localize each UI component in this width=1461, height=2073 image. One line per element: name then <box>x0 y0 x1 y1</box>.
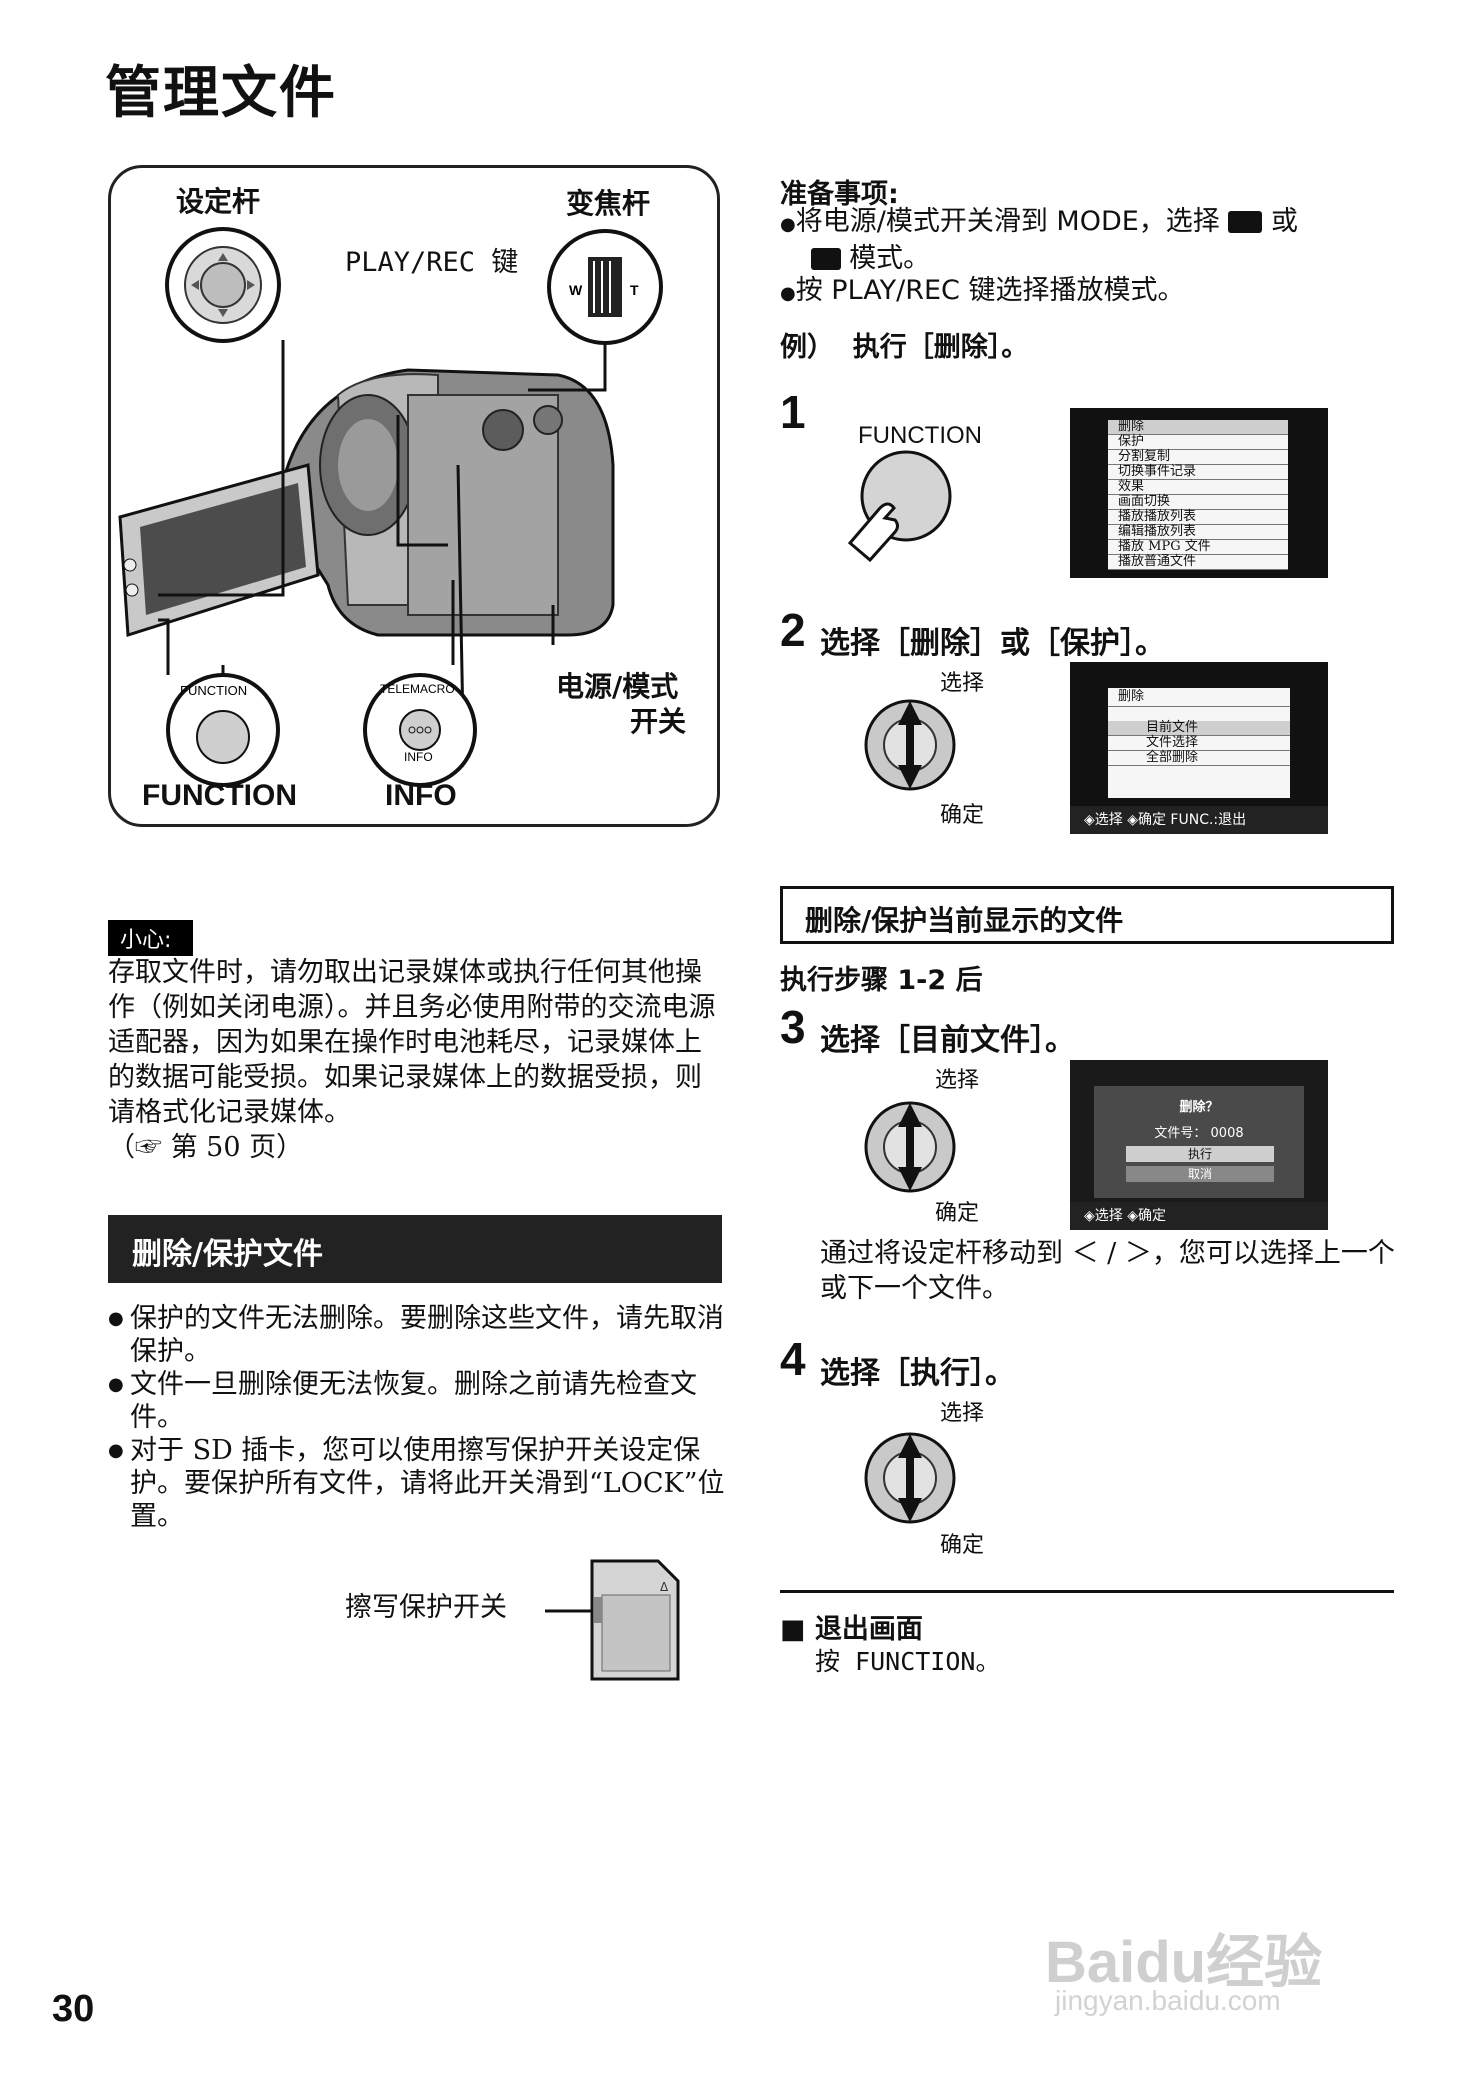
info-small-label: INFO <box>404 750 433 764</box>
menu-item[interactable]: 播放普通文件 <box>1108 555 1288 570</box>
after-steps-line: 执行步骤 1-2 后 <box>780 965 983 996</box>
divider <box>780 1590 1394 1593</box>
camera-diagram-panel <box>108 165 720 827</box>
menu-item[interactable]: 文件选择 <box>1108 736 1290 751</box>
camera-mode-icon <box>810 248 841 270</box>
control-lever-up-down-icon <box>864 1432 956 1524</box>
step-3-number: 3 <box>780 1001 806 1053</box>
watermark-url: jingyan.baidu.com <box>1055 1985 1281 2016</box>
dialog-title: 删除？ <box>1179 1100 1219 1115</box>
sd-card-illustration: Δ <box>545 1559 680 1681</box>
exit-text: 按 FUNCTION。 <box>815 1647 1001 1676</box>
menu-item[interactable]: 画面切换 <box>1108 495 1288 510</box>
camera-illustration: W T FUNCTION TELEMACRO INFO <box>118 227 663 787</box>
prep-bullet-1a: 将电源/模式开关滑到 MODE，选择 <box>795 206 1220 237</box>
menu-item[interactable]: 分割复制 <box>1108 450 1288 465</box>
caution-page-ref: （☞ 第 50 页） <box>108 1132 304 1163</box>
menu-item[interactable]: 编辑播放列表 <box>1108 525 1288 540</box>
step-2-text: 选择［删除］或［保护］。 <box>820 626 1165 661</box>
caution-tag: 小心: <box>108 920 194 956</box>
menu-item[interactable]: 目前文件 <box>1108 721 1290 736</box>
cancel-button[interactable]: 取消 <box>1126 1166 1274 1182</box>
step-4-number: 4 <box>780 1333 806 1385</box>
step-4-text: 选择［执行］。 <box>820 1356 1015 1391</box>
watermark-logo: Baidu经验 <box>1045 1930 1323 1995</box>
delete-protect-bullets: 保护的文件无法删除。要删除这些文件，请先取消保护。 文件一旦删除便无法恢复。删除… <box>108 1302 728 1533</box>
select-label: 选择 <box>940 1401 985 1426</box>
step-2-bottom-bar: ◈选择 ◈确定 FUNC.:退出 <box>1070 806 1328 834</box>
telemacro-label: TELEMACRO <box>380 682 455 696</box>
step-3-bottom-bar: ◈选择 ◈确定 <box>1070 1202 1328 1230</box>
function-small-label: FUNCTION <box>180 683 247 698</box>
set-label: 确定 <box>935 1201 980 1226</box>
zoom-w-label: W <box>569 282 583 298</box>
prep-bullet-1c: 模式。 <box>849 243 931 274</box>
set-label: 确定 <box>940 1533 985 1558</box>
dialog-file-number: 文件号： 0008 <box>1154 1126 1244 1141</box>
set-label: 确定 <box>940 803 985 828</box>
list-item: 对于 SD 插卡，您可以使用擦写保护开关设定保护。要保护所有文件，请将此开关滑到… <box>108 1434 728 1533</box>
video-mode-icon <box>1228 211 1263 233</box>
menu-item[interactable]: 播放 MPG 文件 <box>1108 540 1288 555</box>
step-1-number: 1 <box>780 386 806 438</box>
info-label: INFO <box>385 779 457 812</box>
zoom-lever-label: 变焦杆 <box>566 187 651 220</box>
step-1-function-label: FUNCTION <box>858 422 982 449</box>
section-heading-current-file: 删除/保护当前显示的文件 <box>780 886 1394 944</box>
menu-title: 删除 <box>1108 688 1290 707</box>
prep-heading: 准备事项: <box>780 179 899 210</box>
sd-switch-label: 擦写保护开关 <box>345 1592 507 1623</box>
page-number: 30 <box>52 1988 95 2030</box>
menu-item[interactable]: 删除 <box>1108 420 1288 435</box>
menu-item[interactable]: 全部删除 <box>1108 751 1290 766</box>
function-button-press-icon <box>847 450 952 563</box>
step-3-text: 选择［目前文件］。 <box>820 1023 1075 1058</box>
section-heading-delete-protect: 删除/保护文件 <box>108 1215 722 1283</box>
step-1-menu: 删除 保护 分割复制 切换事件记录 效果 画面切换 播放播放列表 编辑播放列表 … <box>1108 420 1288 570</box>
zoom-t-label: T <box>630 282 639 298</box>
example-line: 例） 执行［删除］。 <box>780 332 1029 363</box>
prep-bullet-2: ●按 PLAY/REC 键选择播放模式。 <box>780 275 1185 306</box>
play-rec-label: PLAY/REC 键 <box>345 247 519 278</box>
step-2-menu-screen: 删除 目前文件 文件选择 全部删除 ◈选择 ◈确定 FUNC.:退出 <box>1070 662 1328 834</box>
step-2-number: 2 <box>780 604 806 656</box>
step-2-menu: 删除 目前文件 文件选择 全部删除 <box>1108 688 1290 798</box>
power-mode-label-2: 开关 <box>630 705 687 738</box>
step-3-note: 通过将设定杆移动到 ＜ / ＞，您可以选择上一个或下一个文件。 <box>820 1238 1395 1304</box>
list-item: 文件一旦删除便无法恢复。删除之前请先检查文件。 <box>108 1368 728 1434</box>
menu-item[interactable]: 播放播放列表 <box>1108 510 1288 525</box>
step-1-menu-screen: 删除 保护 分割复制 切换事件记录 效果 画面切换 播放播放列表 编辑播放列表 … <box>1070 408 1328 578</box>
svg-text:Δ: Δ <box>660 1580 669 1594</box>
menu-item[interactable]: 切换事件记录 <box>1108 465 1288 480</box>
menu-item[interactable]: 效果 <box>1108 480 1288 495</box>
menu-item[interactable]: 保护 <box>1108 435 1288 450</box>
select-label: 选择 <box>940 671 985 696</box>
control-lever-up-down-icon <box>864 1101 956 1193</box>
caution-text: 存取文件时，请勿取出记录媒体或执行任何其他操作（例如关闭电源）。并且务必使用附带… <box>108 955 728 1165</box>
step-3-dialog-screen: 删除？ 文件号： 0008 执行 取消 ◈选择 ◈确定 <box>1070 1060 1328 1230</box>
control-lever-up-down-icon <box>864 699 956 791</box>
list-item: 保护的文件无法删除。要删除这些文件，请先取消保护。 <box>108 1302 728 1368</box>
prep-bullet-2-text: 按 PLAY/REC 键选择播放模式。 <box>795 275 1185 306</box>
delete-dialog: 删除？ 文件号： 0008 执行 取消 <box>1094 1086 1304 1198</box>
caution-body: 存取文件时，请勿取出记录媒体或执行任何其他操作（例如关闭电源）。并且务必使用附带… <box>108 957 716 1128</box>
control-lever-label: 设定杆 <box>176 185 261 218</box>
page-title: 管理文件 <box>105 61 337 126</box>
exec-button[interactable]: 执行 <box>1126 1146 1274 1162</box>
exit-heading: ■ 退出画面 <box>780 1614 923 1645</box>
prep-bullet-1b: 或 <box>1270 206 1298 237</box>
select-label: 选择 <box>935 1068 980 1093</box>
prep-bullet-1: ●将电源/模式开关滑到 MODE，选择 或 模式。 <box>780 206 1298 274</box>
power-mode-label: 电源/模式 <box>556 670 679 703</box>
function-label: FUNCTION <box>142 779 297 812</box>
